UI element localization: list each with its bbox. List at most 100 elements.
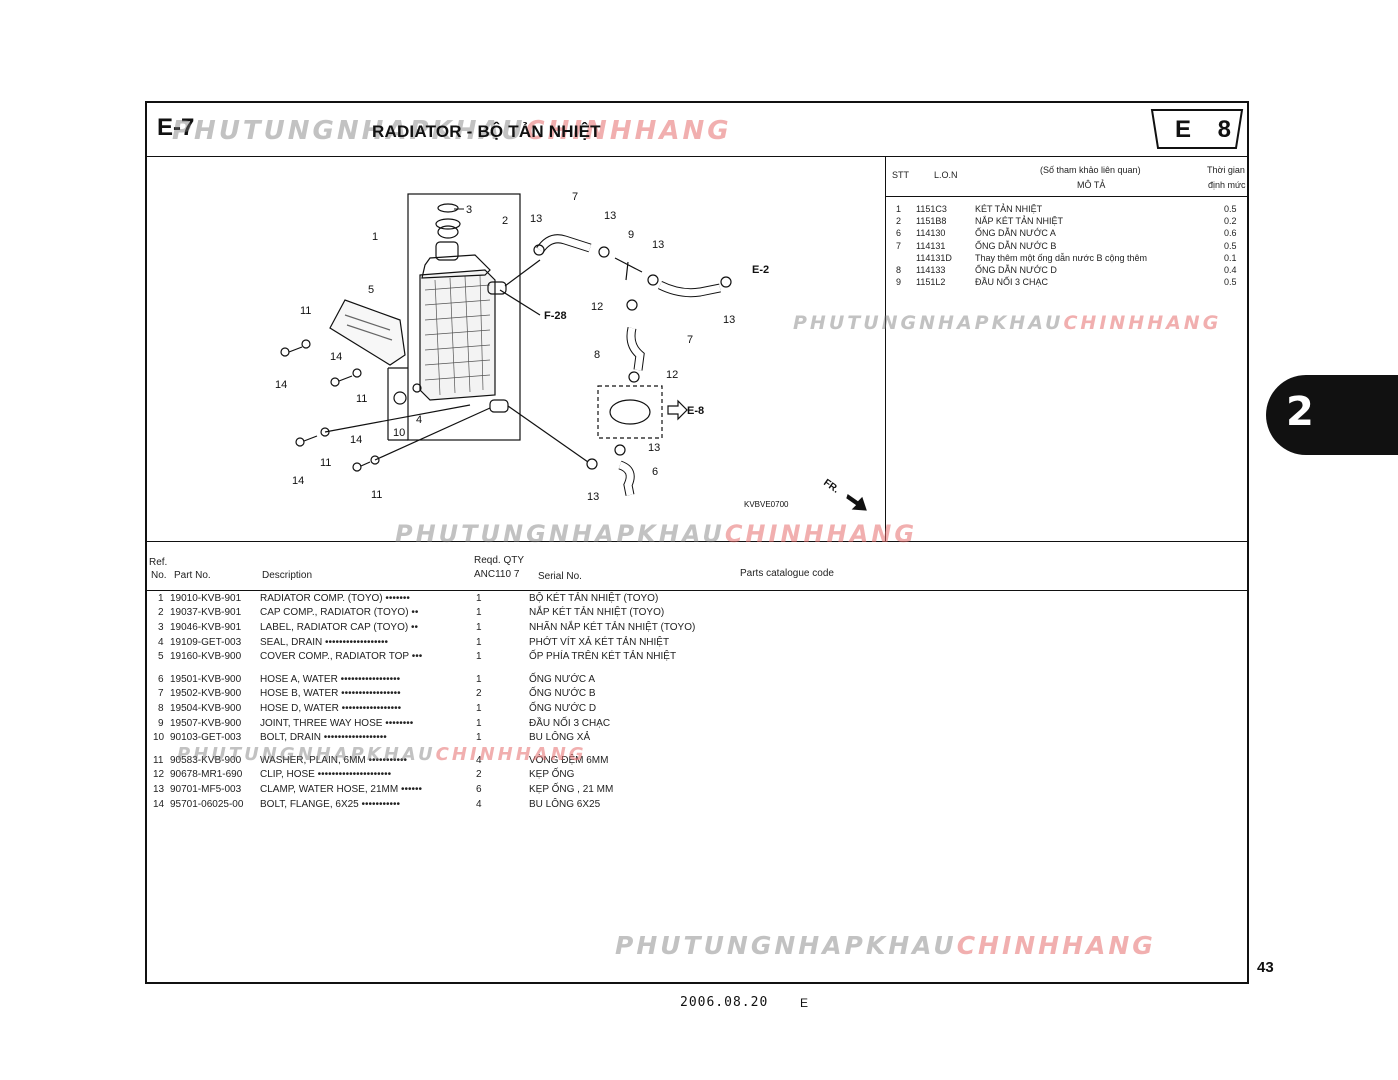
parts-cell-part: 19502-KVB-900: [170, 688, 242, 699]
page-title: RADIATOR - BỘ TẢN NHIỆT: [372, 122, 601, 141]
parts-cell-no: 6: [158, 674, 164, 685]
parts-cell-qty: 1: [476, 622, 482, 633]
svg-text:13: 13: [652, 239, 664, 251]
svg-text:11: 11: [371, 489, 382, 501]
parts-cell-desc: SEAL, DRAIN ••••••••••••••••••: [260, 637, 389, 648]
parts-cell-desc: WASHER, PLAIN, 6MM •••••••••••: [260, 755, 408, 766]
labor-cell-desc: NẮP KÉT TẢN NHIỆT: [975, 216, 1064, 227]
diagram-divider: [147, 541, 1247, 542]
parts-cell-no: 7: [158, 688, 164, 699]
labor-cell-stt: 8: [896, 265, 902, 275]
labor-cell-desc: ỐNG DẪN NƯỚC B: [975, 240, 1057, 251]
parts-cell-no: 9: [158, 718, 164, 729]
labor-cell-stt: 9: [896, 277, 902, 288]
labor-cell-time: 0.5: [1224, 240, 1237, 251]
labor-cell-time: 0.5: [1224, 204, 1237, 214]
svg-text:7: 7: [687, 334, 693, 346]
svg-text:14: 14: [330, 351, 342, 363]
labor-cell-lon: 1151L2: [916, 277, 946, 288]
labor-cell-time: 0.6: [1224, 228, 1237, 239]
parts-cell-part: 19504-KVB-900: [170, 703, 242, 714]
labor-cell-stt: 2: [896, 216, 902, 227]
labor-cell-lon: 114133: [916, 265, 946, 275]
parts-cell-vn: BU LÔNG 6X25: [529, 799, 601, 810]
parts-cell-desc: CAP COMP., RADIATOR (TOYO) ••: [260, 607, 419, 618]
svg-text:13: 13: [587, 491, 599, 503]
svg-text:6: 6: [652, 466, 658, 478]
svg-text:9: 9: [628, 229, 634, 241]
parts-table-row: 11 90583-KVB-900 WASHER, PLAIN, 6MM ••••••…: [150, 755, 750, 769]
page-number: 43: [1257, 959, 1274, 976]
labor-header-stt: STT: [892, 170, 909, 180]
parts-cell-part: 19501-KVB-900: [170, 674, 242, 685]
svg-text:4: 4: [416, 414, 422, 426]
labor-table-divider: [885, 157, 886, 541]
labor-header-divider: [886, 196, 1247, 197]
parts-cell-no: 11: [153, 755, 164, 766]
parts-cell-qty: 4: [476, 799, 482, 810]
labor-cell-lon: 114130: [916, 228, 946, 239]
parts-header-ref: Ref.: [149, 557, 168, 568]
svg-text:13: 13: [604, 210, 616, 222]
chapter-tab[interactable]: [1266, 375, 1398, 455]
parts-cell-no: 14: [153, 799, 165, 810]
parts-cell-qty: 6: [476, 784, 482, 795]
svg-text:14: 14: [292, 475, 304, 487]
svg-text:8: 8: [594, 349, 600, 361]
labor-cell-time: 0.5: [1224, 277, 1237, 288]
svg-text:5: 5: [368, 284, 374, 296]
parts-cell-qty: 2: [476, 769, 482, 780]
parts-cell-part: 19010-KVB-901: [170, 593, 242, 604]
labor-cell-lon: 1151C3: [916, 204, 947, 214]
parts-header-description: Description: [262, 570, 313, 581]
parts-cell-desc: LABEL, RADIATOR CAP (TOYO) ••: [260, 622, 418, 633]
parts-cell-desc: HOSE D, WATER •••••••••••••••••: [260, 703, 402, 714]
parts-cell-desc: RADIATOR COMP. (TOYO) •••••••: [260, 593, 410, 604]
svg-text:12: 12: [666, 369, 678, 381]
parts-cell-no: 2: [158, 607, 164, 618]
parts-cell-no: 13: [153, 784, 165, 795]
parts-cell-part: 90701-MF5-003: [170, 784, 242, 795]
header-divider: [147, 156, 1247, 157]
parts-cell-desc: JOINT, THREE WAY HOSE ••••••••: [260, 718, 414, 729]
svg-text:13: 13: [648, 442, 660, 454]
parts-cell-part: 90103-GET-003: [170, 732, 242, 743]
parts-cell-qty: 4: [476, 755, 482, 766]
parts-cell-vn: NHÃN NẮP KÉT TẢN NHIỆT (TOYO): [529, 622, 696, 633]
ref-e8: E-8: [687, 405, 704, 417]
parts-cell-desc: CLAMP, WATER HOSE, 21MM ••••••: [260, 784, 422, 795]
parts-cell-vn: PHỚT VÍT XẢ KÉT TẢN NHIỆT: [529, 637, 670, 648]
parts-cell-no: 3: [158, 622, 164, 633]
svg-text:10: 10: [393, 427, 405, 439]
parts-cell-part: 90583-KVB-900: [170, 755, 242, 766]
parts-cell-vn: NẮP KÉT TẢN NHIỆT (TOYO): [529, 607, 665, 618]
parts-table-row: 13 90701-MF5-003 CLAMP, WATER HOSE, 21MM •…: [150, 784, 750, 798]
parts-cell-vn: VÒNG ĐỆM 6MM: [529, 755, 609, 766]
parts-cell-qty: 1: [476, 703, 482, 714]
svg-text:7: 7: [572, 191, 578, 203]
footer-code: E: [800, 996, 809, 1010]
parts-cell-part: 90678-MR1-690: [170, 769, 243, 780]
parts-cell-desc: COVER COMP., RADIATOR TOP •••: [260, 651, 423, 662]
svg-text:13: 13: [530, 213, 542, 225]
labor-header-desc-top: (Số tham khảo liên quan): [1040, 165, 1141, 175]
parts-cell-qty: 1: [476, 637, 482, 648]
labor-header-lon: L.O.N: [934, 170, 958, 180]
parts-cell-qty: 1: [476, 607, 482, 618]
parts-header-reqd-qty: Reqd. QTY: [474, 555, 525, 566]
parts-cell-desc: BOLT, DRAIN ••••••••••••••••••: [260, 732, 387, 743]
parts-cell-desc: BOLT, FLANGE, 6X25 •••••••••••: [260, 799, 401, 810]
parts-header-catalogue: Parts catalogue code: [740, 568, 834, 579]
